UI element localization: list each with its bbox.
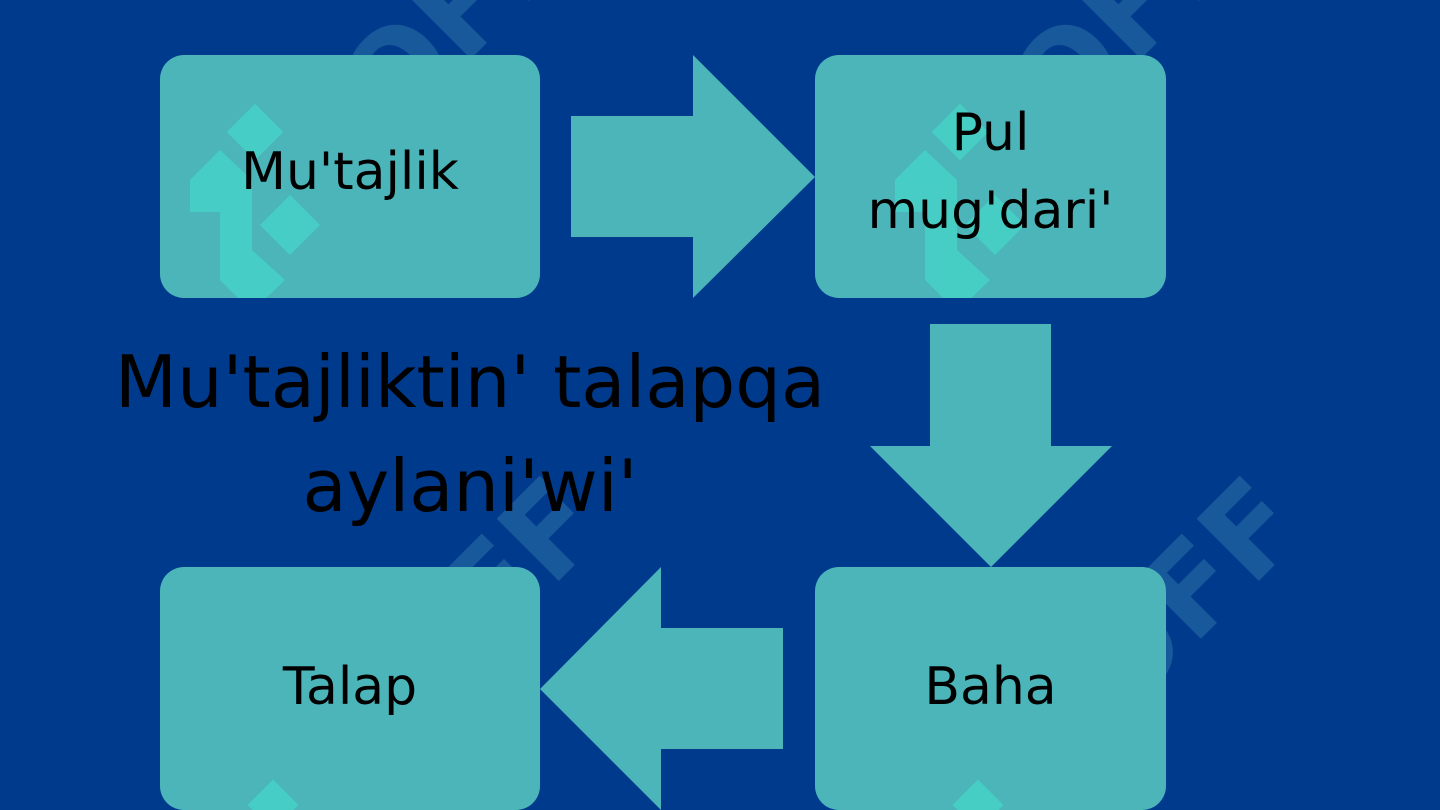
node-mutajlik: Mu'tajlik [160, 55, 540, 298]
node-talap: Talap [160, 567, 540, 810]
node-label: Pul mug'dari' [867, 102, 1114, 241]
arrow-left [540, 567, 783, 810]
soff-logo-icon [952, 779, 1004, 810]
arrow-down [870, 324, 1112, 567]
node-label: Baha [924, 656, 1057, 717]
node-baha: Baha [815, 567, 1166, 810]
node-pul-mugdari: Pul mug'dari' [815, 55, 1166, 298]
node-label: Talap [282, 656, 418, 717]
diagram-title: Mu'tajliktin' talapqa aylani'wi' [114, 340, 826, 529]
node-label: Mu'tajlik [241, 141, 459, 202]
soff-logo-icon [247, 779, 299, 810]
arrow-right [571, 55, 815, 298]
